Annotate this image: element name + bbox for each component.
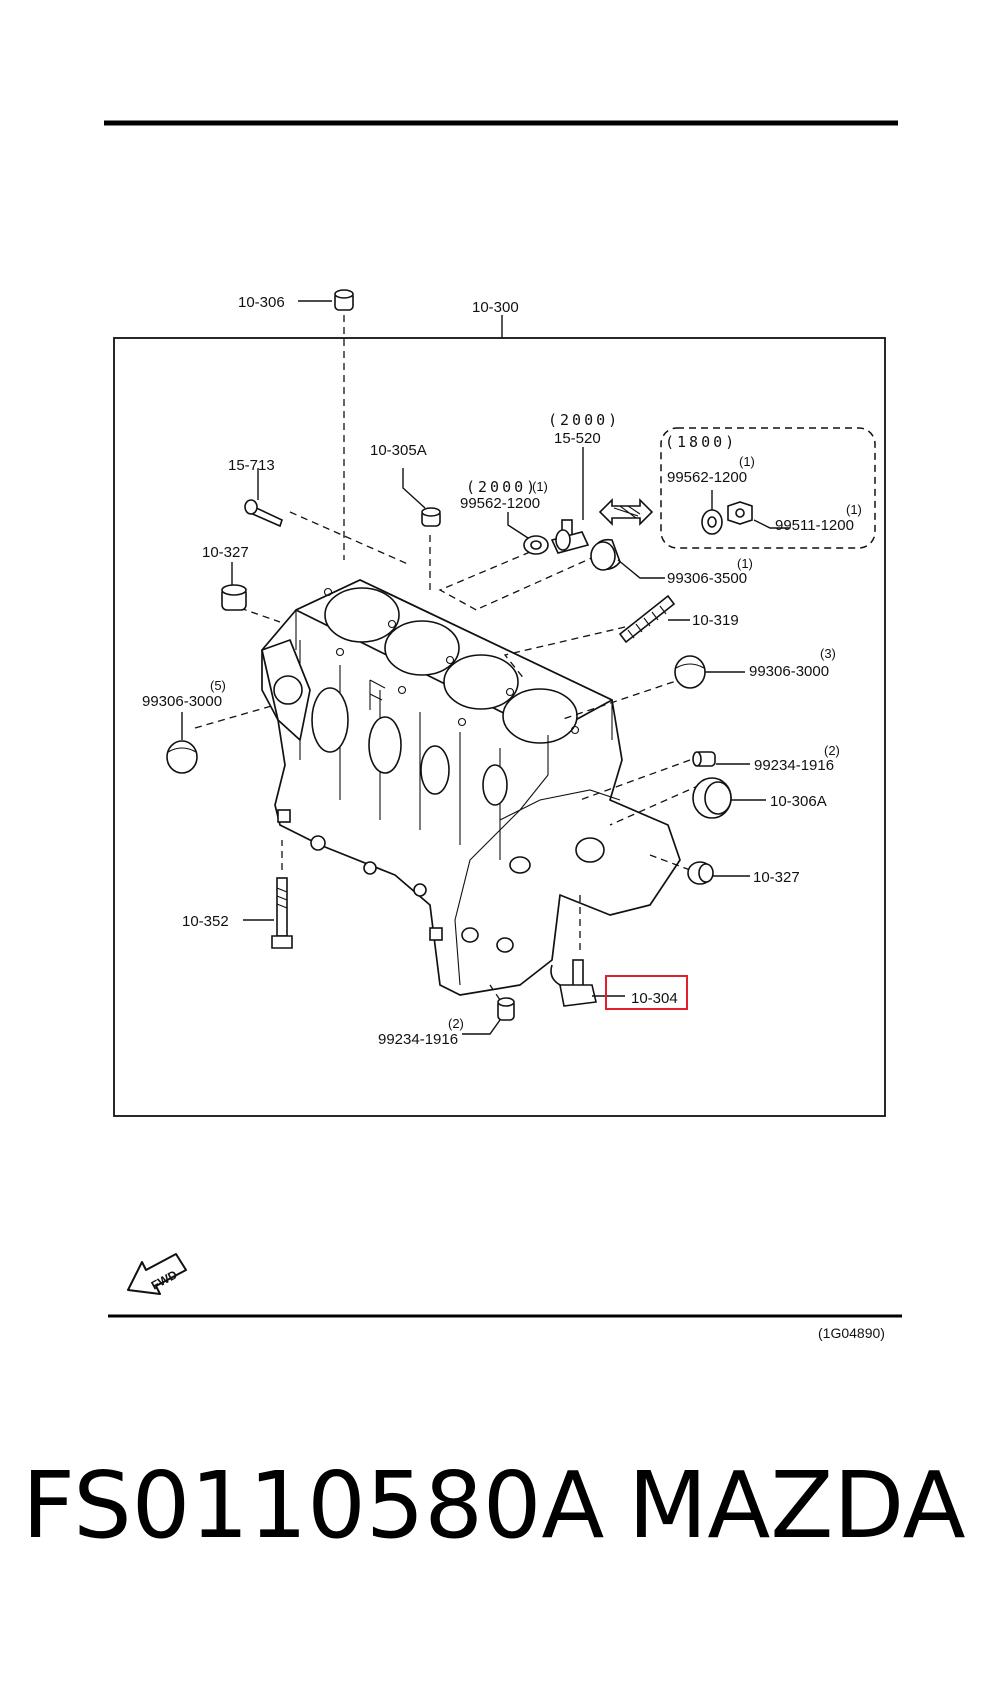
- plug-99511-1200-part: [727, 501, 753, 525]
- label-99306-3000-right: 99306-3000: [749, 663, 829, 680]
- label-10-319: 10-319: [692, 612, 739, 629]
- label-10-306a: 10-306A: [770, 793, 827, 810]
- bolt-10-352-part: [271, 877, 293, 949]
- label-99511-1200: 99511-1200: [775, 517, 854, 534]
- label-99562-1200-a: 99562-1200: [460, 495, 540, 512]
- oil-jet-10-304-part: [550, 959, 597, 1007]
- label-qty-1-b: (1): [739, 454, 755, 469]
- plug-10-306a-part: [692, 777, 732, 819]
- reference-code: (1G04890): [818, 1325, 885, 1341]
- label-10-327-left: 10-327: [202, 544, 249, 561]
- label-qty-5: (5): [210, 678, 226, 693]
- label-99306-3500: 99306-3500: [667, 570, 747, 587]
- fwd-arrow-icon: FWD: [127, 1253, 187, 1295]
- washer-1800-part: [701, 509, 723, 535]
- label-99234-1916-bottom: 99234-1916: [378, 1031, 458, 1048]
- label-qty-1-d: (1): [737, 556, 753, 571]
- cup-plug-99306-3000-right-part: [674, 655, 706, 689]
- label-qty-3: (3): [820, 646, 836, 661]
- cup-plug-99306-3000-left-part: [166, 740, 198, 774]
- brand-name: MAZDA: [628, 1452, 966, 1559]
- label-10-352: 10-352: [182, 913, 229, 930]
- plug-10-305a-part: [421, 507, 441, 527]
- fitting-15-520-part: [550, 519, 590, 554]
- label-10-305a: 10-305A: [370, 442, 427, 459]
- label-99234-1916-right: 99234-1916: [754, 757, 834, 774]
- dowel-99234-1916-right-part: [692, 751, 716, 767]
- label-2000-b: (2000): [548, 411, 620, 429]
- bolt-15-713-part: [244, 499, 283, 528]
- assembly-frame: [113, 337, 886, 1117]
- label-15-713: 15-713: [228, 457, 275, 474]
- label-99306-3000-left: 99306-3000: [142, 693, 222, 710]
- label-1800: (1800): [665, 433, 737, 451]
- label-2000-a: (2000): [466, 478, 538, 496]
- plug-10-306-top-part: [334, 289, 354, 311]
- part-number: FS0110580A: [22, 1452, 605, 1559]
- highlight-box: [605, 975, 688, 1010]
- label-10-306-top: 10-306: [238, 294, 285, 311]
- dowel-99234-1916-bottom-part: [497, 997, 515, 1021]
- cylinder-block: [261, 579, 681, 996]
- plug-10-327-right-part: [687, 861, 714, 885]
- label-15-520: 15-520: [554, 430, 601, 447]
- label-qty-1-a: (1): [532, 479, 548, 494]
- label-qty-2-b: (2): [448, 1016, 464, 1031]
- label-99562-1200-b: 99562-1200: [667, 469, 747, 486]
- option-box-1800: [660, 427, 876, 549]
- label-10-300: 10-300: [472, 299, 519, 316]
- label-10-304: 10-304: [631, 990, 678, 1007]
- plug-10-327-left-part: [221, 584, 247, 611]
- label-qty-2-a: (2): [824, 743, 840, 758]
- label-10-327-right: 10-327: [753, 869, 800, 886]
- cup-plug-99306-3500-part: [590, 538, 621, 571]
- stud-10-319-part: [618, 594, 676, 644]
- label-qty-1-c: (1): [846, 502, 862, 517]
- washer-99562-1200-part: [523, 535, 549, 555]
